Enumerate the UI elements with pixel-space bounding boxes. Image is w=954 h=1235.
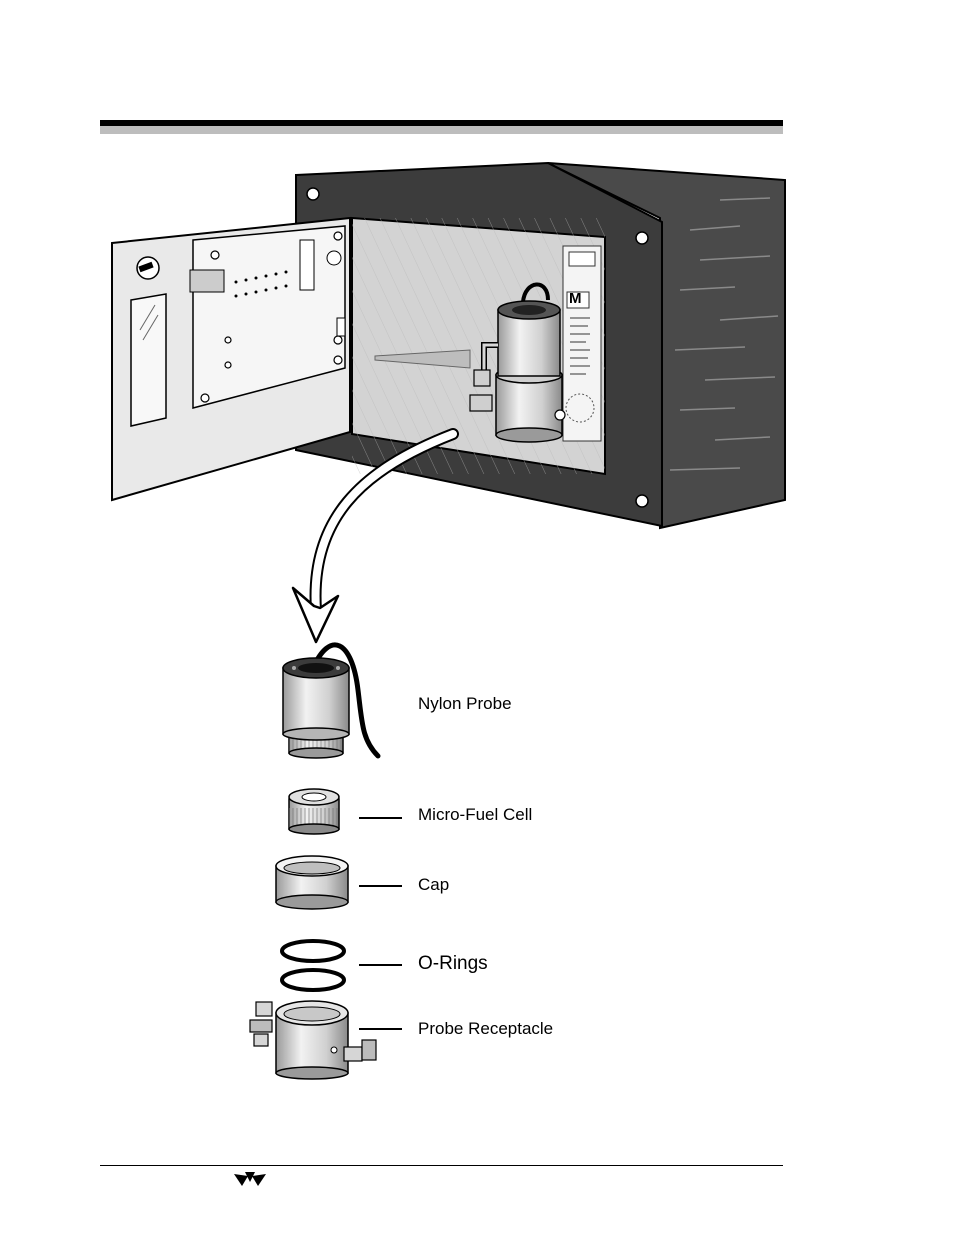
panel-letter: M <box>569 290 582 308</box>
nylon-probe-part <box>283 645 378 758</box>
label-o-rings: O-Rings <box>418 954 488 974</box>
footer-rule <box>100 1165 783 1166</box>
probe-receptacle-part <box>250 1001 376 1079</box>
leader-cap <box>359 885 402 887</box>
leader-probe-receptacle <box>359 1028 402 1030</box>
leader-o-rings <box>359 964 402 966</box>
cap-part <box>276 856 348 909</box>
internal-display-strip <box>563 246 601 441</box>
label-nylon-probe: Nylon Probe <box>418 694 512 714</box>
teledyne-logo <box>234 1172 266 1186</box>
o-rings-part <box>282 941 344 990</box>
leader-micro-fuel-cell <box>359 817 402 819</box>
label-cap: Cap <box>418 875 449 895</box>
label-micro-fuel-cell: Micro-Fuel Cell <box>418 805 532 825</box>
micro-fuel-cell-part <box>289 789 339 834</box>
label-probe-receptacle: Probe Receptacle <box>418 1019 553 1039</box>
open-door <box>112 218 350 500</box>
